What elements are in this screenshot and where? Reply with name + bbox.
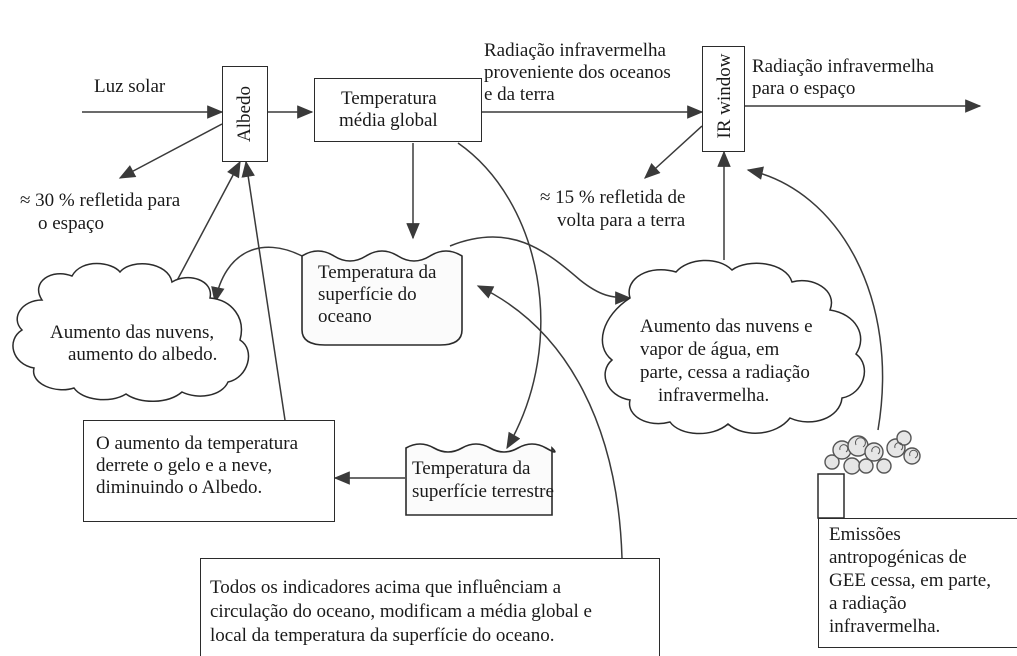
albedo-box: Albedo [222, 66, 268, 162]
emissions-line1: Emissões [829, 524, 901, 545]
clouds-right-line2: vapor de água, em [640, 339, 780, 360]
clouds-right-line3: parte, cessa a radiação [640, 362, 810, 383]
clouds-left-line2: aumento do albedo. [68, 344, 218, 365]
clouds-right-line1: Aumento das nuvens e [640, 316, 813, 337]
arrow-ocean-to-left-clouds [211, 246, 303, 304]
emissions-box [818, 518, 1017, 648]
reflected-30-line1: ≈ 30 % refletida para [20, 190, 181, 211]
reflected-15-line2: volta para a terra [557, 210, 686, 231]
arrow-emissions-to-ir-window [746, 166, 884, 431]
emissions-line3: GEE cessa, em parte, [829, 570, 991, 591]
ir-to-space-line2: para o espaço [752, 78, 856, 99]
ir-from-earth-line3: e da terra [484, 84, 555, 105]
arrow-ice-to-albedo [241, 160, 286, 421]
land-box [405, 443, 556, 516]
ir-window-box: IR window [702, 46, 745, 152]
arrow-circulation-to-ocean [476, 285, 623, 559]
ir-from-earth-line2: proveniente dos oceanos [484, 62, 671, 83]
global-temperature-box [314, 78, 482, 142]
emissions-line5: infravermelha. [829, 616, 941, 637]
albedo-label: Albedo [234, 86, 255, 142]
arrow-temp-to-land [457, 142, 542, 450]
clouds-left-line1: Aumento das nuvens, [50, 322, 215, 343]
arrow-clouds-to-albedo [171, 160, 241, 291]
ocean-temp-line3: oceano [318, 306, 372, 327]
land-temp-line1: Temperatura da [412, 458, 531, 479]
ice-melt-line2: derrete o gelo e a neve, [96, 455, 273, 476]
global-temperature-line2: média global [339, 110, 438, 131]
global-temperature-line1: Temperatura [341, 88, 437, 109]
ocean-circ-line3: local da temperatura da superfície do oc… [210, 625, 555, 646]
right-cloud [601, 259, 866, 435]
reflected-30-line2: o espaço [38, 213, 104, 234]
ocean-circ-line1: Todos os indicadores acima que influênci… [210, 577, 562, 598]
sunlight-label: Luz solar [94, 76, 166, 97]
smoke-icon [824, 430, 921, 475]
reflected-15-line1: ≈ 15 % refletida de [540, 187, 686, 208]
ice-melt-line1: O aumento da temperatura [96, 433, 299, 454]
ocean-temp-line2: superfície do [318, 284, 417, 305]
arrow-reflected-30 [118, 123, 223, 179]
emissions-line4: a radiação [829, 593, 907, 614]
emissions-line2: antropogénicas de [829, 547, 967, 568]
ocean-tank [301, 250, 463, 346]
smokestack [817, 473, 845, 519]
ocean-circ-line2: circulação do oceano, modificam a média … [210, 601, 592, 622]
arrow-ocean-to-right-clouds [449, 236, 632, 305]
arrow-reflected-15 [644, 125, 703, 179]
clouds-right-line4: infravermelha. [658, 385, 770, 406]
smoke-swirls [839, 437, 919, 459]
land-temp-line2: superfície terrestre [412, 481, 554, 502]
ir-from-earth-line1: Radiação infravermelha [484, 40, 666, 61]
ir-to-space-line1: Radiação infravermelha [752, 56, 934, 77]
ice-melt-box [83, 420, 335, 522]
ice-melt-line3: diminuindo o Albedo. [96, 477, 263, 498]
ir-window-label: IR window [714, 53, 735, 139]
ocean-circulation-box [200, 558, 660, 656]
ocean-temp-line1: Temperatura da [318, 262, 437, 283]
left-cloud [12, 262, 250, 402]
